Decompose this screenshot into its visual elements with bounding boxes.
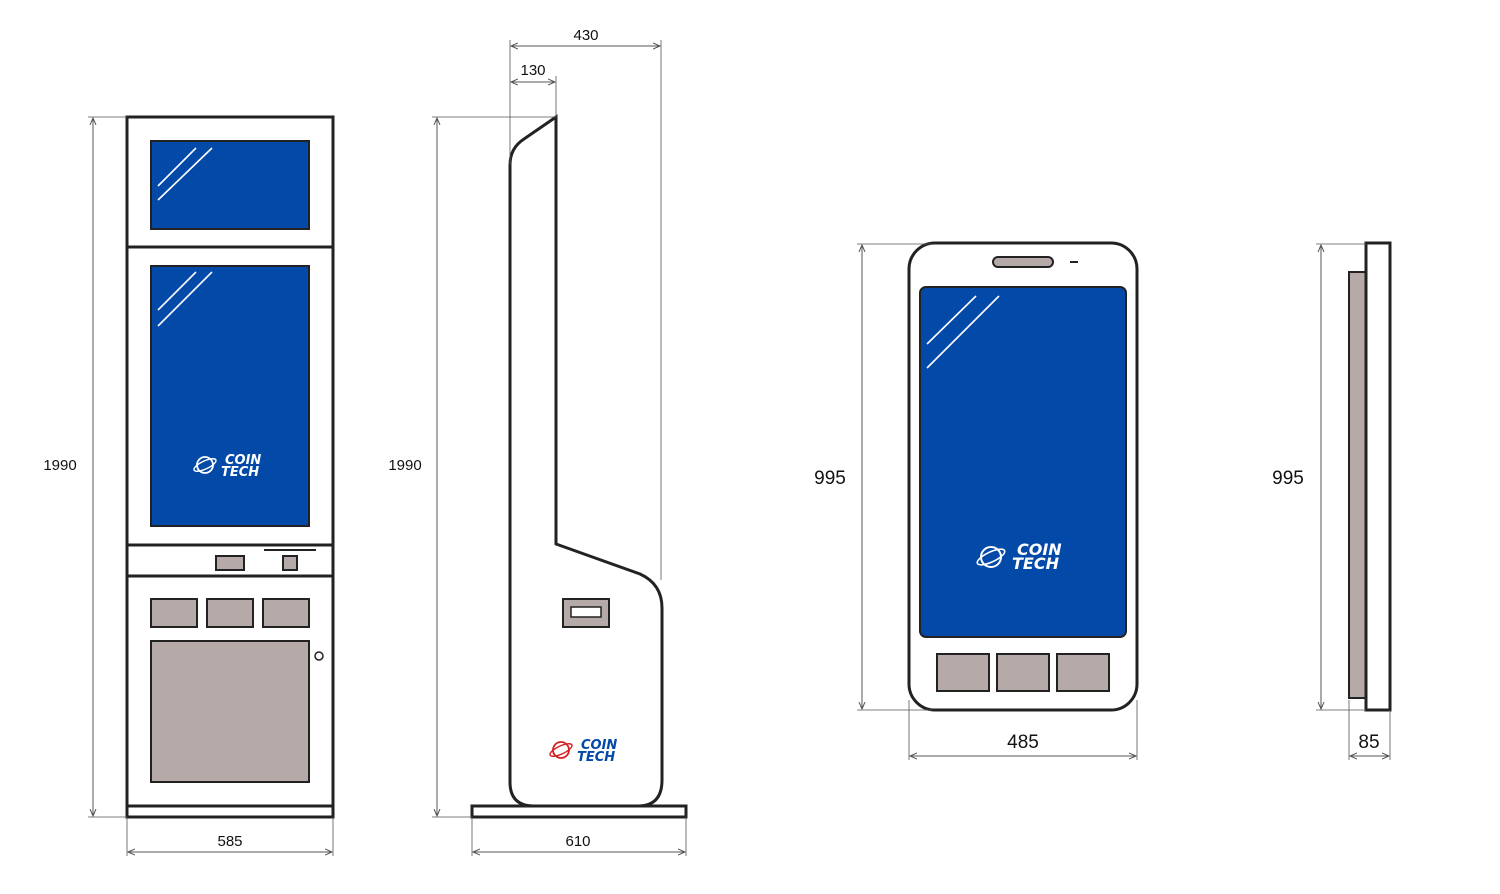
dim-front-height: 1990 <box>43 457 76 474</box>
wall-logo: COIN TECH <box>976 540 1062 573</box>
side-logo-coin-text: COIN <box>581 738 617 753</box>
side-view-kiosk: COIN TECH <box>470 114 688 819</box>
side-body <box>508 114 664 808</box>
wall-logo-tech-text: TECH <box>1012 554 1060 573</box>
side-logo-tech-text: TECH <box>577 750 615 765</box>
camera-slot <box>992 256 1054 268</box>
wall-view-side <box>1348 241 1392 712</box>
dim-side-base-width: 610 <box>565 833 590 850</box>
logo-tech-text: TECH <box>221 465 259 480</box>
wall-screen <box>919 286 1127 638</box>
wall-side-front <box>1364 241 1392 712</box>
wall-side-back <box>1348 271 1367 699</box>
wall-panel-left <box>936 653 990 692</box>
dim-wall-width: 485 <box>1007 732 1039 753</box>
wall-view-front: COIN TECH <box>907 241 1139 712</box>
front-view-kiosk: COIN TECH <box>125 115 335 819</box>
wall-logo-coin-text: COIN <box>1017 540 1062 559</box>
lock-icon <box>314 651 324 661</box>
panel-middle <box>206 598 254 628</box>
side-base <box>470 804 688 819</box>
cash-module <box>150 640 310 783</box>
card-reader <box>215 555 245 571</box>
panel-right <box>262 598 310 628</box>
dim-wall-height: 995 <box>814 468 846 489</box>
keypad-slot <box>282 555 298 571</box>
logo-coin-text: COIN <box>225 453 261 468</box>
wall-panel-right <box>1056 653 1110 692</box>
dim-wall-side-height: 995 <box>1272 468 1304 489</box>
wall-panel-middle <box>996 653 1050 692</box>
side-logo: COIN TECH <box>549 738 617 765</box>
dim-side-inset: 130 <box>520 62 545 79</box>
panel-left <box>150 598 198 628</box>
dim-side-height: 1990 <box>388 457 421 474</box>
front-logo: COIN TECH <box>193 453 261 480</box>
main-screen <box>150 265 310 527</box>
dim-front-width: 585 <box>217 833 242 850</box>
top-screen <box>150 140 310 230</box>
dim-wall-depth: 85 <box>1358 732 1379 753</box>
dim-side-top-width: 430 <box>573 27 598 44</box>
